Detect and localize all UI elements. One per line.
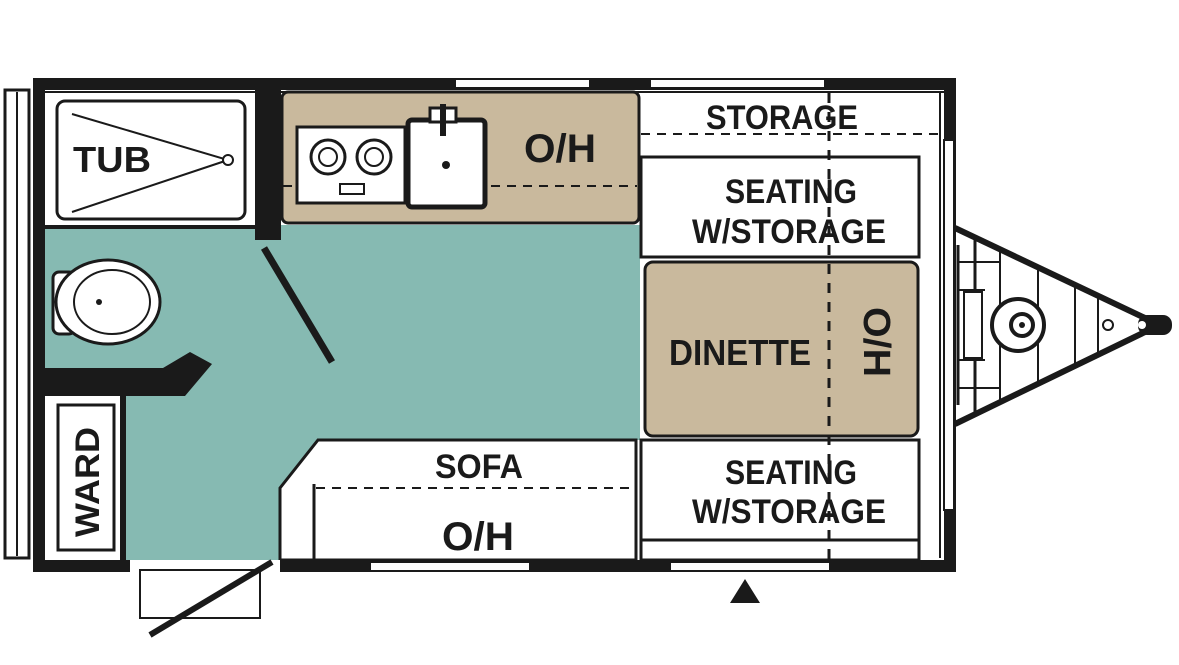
spare-tire-icon — [990, 297, 1046, 353]
dinette-label: DINETTE — [669, 332, 811, 373]
seating-storage-bottom: SEATING W/STORAGE — [639, 438, 921, 562]
sink-icon — [405, 104, 488, 210]
hitch-icon — [1102, 315, 1172, 335]
wardrobe-label: WARD — [69, 427, 107, 537]
wardrobe: WARD — [45, 395, 120, 560]
entry-door — [130, 559, 280, 638]
seating-top-label-line1: SEATING — [725, 173, 857, 211]
dinette-table: DINETTE O/H — [643, 260, 920, 438]
sofa: SOFA O/H — [278, 438, 638, 562]
axle-marker-icon — [730, 579, 760, 603]
seating-storage-top: SEATING W/STORAGE — [639, 155, 921, 259]
floor-area — [45, 225, 640, 560]
seating-bottom-label-line1: SEATING — [725, 454, 857, 492]
front-storage: STORAGE — [641, 99, 942, 137]
tub-label: TUB — [73, 139, 151, 180]
windows — [369, 78, 955, 572]
sofa-label: SOFA — [435, 448, 523, 486]
dinette-overhead-label: O/H — [855, 307, 897, 377]
seating-top-label-line2: W/STORAGE — [692, 213, 886, 251]
seating-bottom-label-line2: W/STORAGE — [692, 493, 886, 531]
stove-icon — [295, 125, 407, 205]
rear-bumper — [3, 88, 31, 560]
a-frame-tongue — [953, 225, 1147, 427]
toilet-icon — [51, 258, 162, 346]
storage-label: STORAGE — [706, 99, 858, 137]
bathroom-door — [260, 246, 336, 364]
galley-overhead-label: O/H — [524, 127, 596, 171]
sofa-overhead-label: O/H — [442, 515, 514, 559]
interior-walls — [45, 80, 281, 560]
bathroom: TUB — [45, 92, 255, 225]
